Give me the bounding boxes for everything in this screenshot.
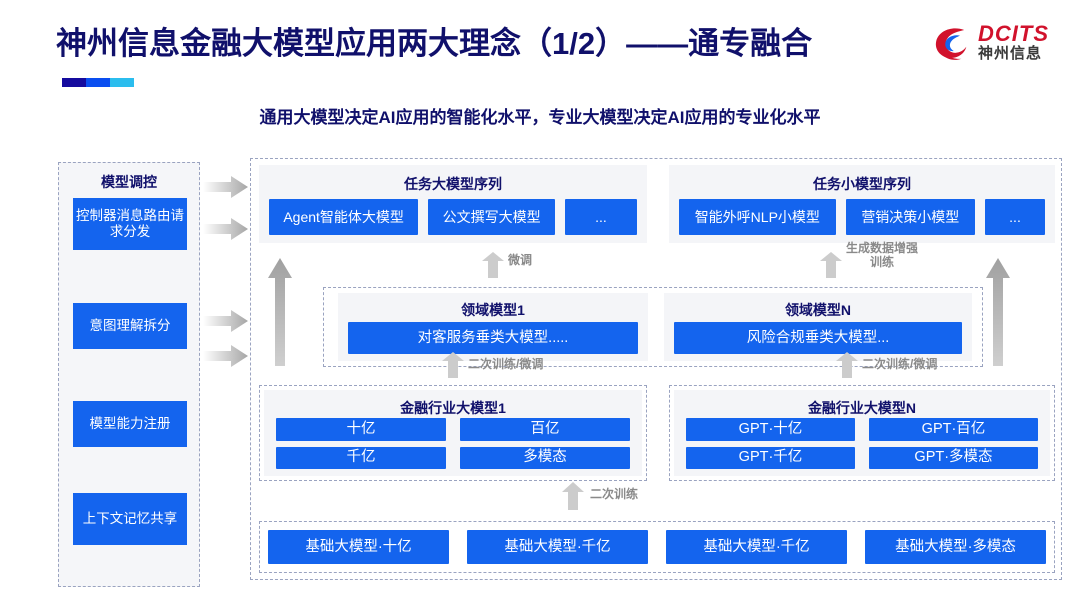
flow-arrow-up-left-tall xyxy=(268,258,292,366)
task-box-agent-llm[interactable]: Agent智能体大模型 xyxy=(269,199,419,235)
base-box-100-billion-a[interactable]: 基础大模型·千亿 xyxy=(467,530,648,564)
industry-model-n-title: 金融行业大模型N xyxy=(807,400,917,416)
flow-label-finetune: 微调 xyxy=(508,253,533,267)
domain-model-1-title: 领域模型1 xyxy=(461,302,525,318)
domain-models-container: 领域模型1 对客服务垂类大模型..... 领域模型N 风险合规垂类大模型... xyxy=(323,287,983,367)
industry-model-n-panel: 金融行业大模型N GPT·十亿 GPT·百亿 GPT·千亿 GPT·多模态 xyxy=(674,390,1050,476)
industry-model-1-grid: 十亿 百亿 千亿 多模态 xyxy=(276,418,630,469)
base-models-container: 基础大模型·十亿 基础大模型·千亿 基础大模型·千亿 基础大模型·多模态 xyxy=(259,521,1055,573)
task-large-model-sequence-panel: 任务大模型序列 Agent智能体大模型 公文撰写大模型 ... xyxy=(259,165,647,243)
domain-box-customer-service[interactable]: 对客服务垂类大模型..... xyxy=(348,322,638,354)
domain-box-risk-compliance[interactable]: 风险合规垂类大模型... xyxy=(674,322,962,354)
flow-arrow-right-3 xyxy=(203,310,248,332)
flow-arrow-up-data-augment xyxy=(820,252,842,278)
domain-model-n-cell: 领域模型N 风险合规垂类大模型... xyxy=(664,293,972,361)
task-box-more-small[interactable]: ... xyxy=(985,199,1046,235)
logo-cn-text: 神州信息 xyxy=(978,45,1043,62)
flow-arrow-right-2 xyxy=(203,218,248,240)
logo-en-text: DCITS xyxy=(978,21,1049,46)
page-title: 神州信息金融大模型应用两大理念（1/2）——通专融合 xyxy=(56,26,813,61)
task-box-marketing-decision-small-model[interactable]: 营销决策小模型 xyxy=(845,199,976,235)
task-small-model-sequence-title: 任务小模型序列 xyxy=(813,176,911,192)
title-accent-bar xyxy=(62,78,134,87)
accent-segment-3 xyxy=(110,78,134,87)
flow-arrow-up-right-tall xyxy=(986,258,1010,366)
sidebar-item-capability-registry[interactable]: 模型能力注册 xyxy=(73,401,187,447)
base-box-multimodal[interactable]: 基础大模型·多模态 xyxy=(865,530,1046,564)
flow-arrow-up-finetune xyxy=(482,252,504,278)
domain-model-n-title: 领域模型N xyxy=(784,302,852,318)
industry-model-1-container: 金融行业大模型1 十亿 百亿 千亿 多模态 xyxy=(259,385,647,481)
flow-label-retrain-finetune-right: 二次训练/微调 xyxy=(862,357,938,371)
industry-box-multimodal[interactable]: 多模态 xyxy=(460,446,630,469)
flow-arrow-up-retrain-center xyxy=(562,482,584,510)
model-control-sidebar: 模型调控 控制器消息路由请求分发 意图理解拆分 模型能力注册 上下文记忆共享 xyxy=(58,162,200,587)
architecture-container: 任务大模型序列 Agent智能体大模型 公文撰写大模型 ... 任务小模型序列 … xyxy=(250,158,1062,580)
task-large-model-box-row: Agent智能体大模型 公文撰写大模型 ... xyxy=(269,199,637,235)
dcits-swirl-icon xyxy=(935,28,967,60)
domain-model-1-cell: 领域模型1 对客服务垂类大模型..... xyxy=(338,293,648,361)
industry-box-gpt-100-billion[interactable]: GPT·千亿 xyxy=(686,446,855,469)
task-box-document-writing-llm[interactable]: 公文撰写大模型 xyxy=(428,199,555,235)
industry-model-1-title: 金融行业大模型1 xyxy=(400,400,506,416)
industry-model-n-container: 金融行业大模型N GPT·十亿 GPT·百亿 GPT·千亿 GPT·多模态 xyxy=(669,385,1055,481)
sidebar-item-controller-routing[interactable]: 控制器消息路由请求分发 xyxy=(73,198,187,250)
industry-box-gpt-1-billion[interactable]: GPT·十亿 xyxy=(686,418,855,441)
accent-segment-2 xyxy=(86,78,111,87)
flow-arrow-up-retrain-right xyxy=(836,352,858,378)
task-large-model-sequence-title: 任务大模型序列 xyxy=(404,176,502,192)
industry-model-n-grid: GPT·十亿 GPT·百亿 GPT·千亿 GPT·多模态 xyxy=(686,418,1038,469)
task-small-model-box-row: 智能外呼NLP小模型 营销决策小模型 ... xyxy=(679,199,1046,235)
base-box-100-billion-b[interactable]: 基础大模型·千亿 xyxy=(666,530,847,564)
sidebar-title: 模型调控 xyxy=(101,174,157,190)
industry-box-gpt-10-billion[interactable]: GPT·百亿 xyxy=(869,418,1038,441)
sidebar-item-intent-understanding[interactable]: 意图理解拆分 xyxy=(73,303,187,349)
task-box-more-large[interactable]: ... xyxy=(565,199,637,235)
industry-box-10-billion[interactable]: 百亿 xyxy=(460,418,630,441)
industry-box-1-billion[interactable]: 十亿 xyxy=(276,418,446,441)
flow-label-retrain: 二次训练 xyxy=(590,487,639,501)
industry-model-1-panel: 金融行业大模型1 十亿 百亿 千亿 多模态 xyxy=(264,390,642,476)
base-models-row: 基础大模型·十亿 基础大模型·千亿 基础大模型·千亿 基础大模型·多模态 xyxy=(268,530,1046,564)
base-box-1-billion[interactable]: 基础大模型·十亿 xyxy=(268,530,449,564)
flow-label-data-augment: 生成数据增强 训练 xyxy=(846,241,919,269)
logo-text: DCITS 神州信息 xyxy=(978,22,1049,63)
accent-segment-1 xyxy=(62,78,87,87)
task-small-model-sequence-panel: 任务小模型序列 智能外呼NLP小模型 营销决策小模型 ... xyxy=(669,165,1055,243)
task-box-outbound-nlp-small-model[interactable]: 智能外呼NLP小模型 xyxy=(679,199,836,235)
flow-arrow-right-4 xyxy=(203,345,248,367)
flow-label-retrain-finetune-left: 二次训练/微调 xyxy=(468,357,544,371)
page-subtitle: 通用大模型决定AI应用的智能化水平，专业大模型决定AI应用的专业化水平 xyxy=(259,108,821,127)
flow-arrow-right-1 xyxy=(203,176,248,198)
industry-box-gpt-multimodal[interactable]: GPT·多模态 xyxy=(869,446,1038,469)
sidebar-item-context-memory[interactable]: 上下文记忆共享 xyxy=(73,493,187,545)
industry-box-100-billion[interactable]: 千亿 xyxy=(276,446,446,469)
flow-arrow-up-retrain-left xyxy=(442,352,464,378)
company-logo: DCITS 神州信息 xyxy=(932,20,1062,72)
